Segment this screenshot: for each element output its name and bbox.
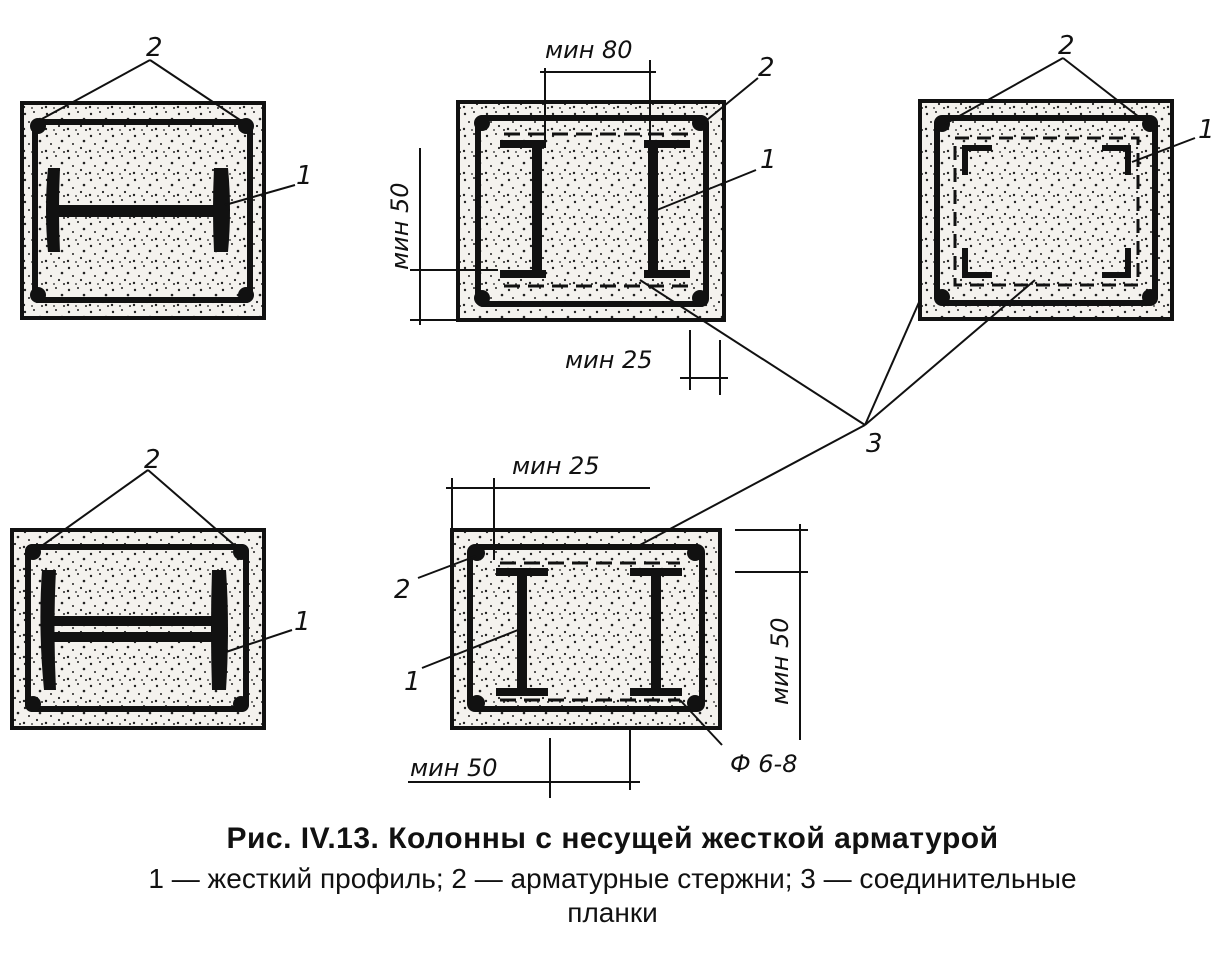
column-c-stirrup [934,115,1158,306]
dimension-labels: мин 80 мин 50 мин 25 мин 25 мин 50 мин 5… [386,36,798,782]
column-e-ibeams [496,568,682,696]
labels: 2 1 2 1 2 1 2 1 2 1 3 [144,31,1215,697]
column-a-bars [30,118,254,303]
dim-min50-right: мин 50 [766,617,794,705]
caption-legend-line1: 1 — жесткий профиль; 2 — арматурные стер… [148,863,1077,894]
column-b-stirrup [475,115,709,307]
label-profile-d: 1 [294,607,311,637]
column-d-stirrup [25,544,249,712]
label-profile-a: 1 [296,161,313,191]
dim-min50-left: мин 50 [386,182,414,270]
column-b-section [456,100,726,322]
dim-min80: мин 80 [545,36,633,64]
label-profile-b: 1 [760,145,777,175]
column-c-bars [934,116,1158,305]
caption-title: Рис. IV.13. Колонны с несущей жесткой ар… [226,822,999,855]
dim-diameter: Ф 6-8 [730,750,798,778]
label-bars-d: 2 [144,445,161,475]
column-c-angles [962,145,1131,278]
column-e [408,478,808,798]
label-bars-b: 2 [758,53,775,83]
dim-min50-bottom-lines [408,730,640,798]
leader-lines [35,57,1196,746]
dim-min50-bottom: мин 50 [410,754,498,782]
column-a-ibeam [46,168,230,252]
dim-min25-bottom-lines [446,478,650,560]
column-d-ibeam [40,570,228,690]
column-e-plates [500,561,680,702]
dim-min25-top-lines [680,330,728,395]
column-c [918,99,1174,321]
label-bars-c: 2 [1058,31,1075,61]
figure-caption: Рис. IV.13. Колонны с несущей жесткой ар… [0,822,1225,930]
column-c-lacing [953,136,1140,287]
dim-min50-right-lines [735,524,808,740]
column-a [20,101,266,320]
column-a-stirrup [32,119,253,303]
dim-min50-left-lines [410,148,498,325]
column-e-section [450,528,722,730]
column-b-plates [504,132,688,288]
label-plates: 3 [866,429,883,459]
columns-diagram: 2 1 2 1 2 1 2 1 2 1 3 мин 80 мин 50 мин … [10,31,1215,798]
caption-legend-line2: планки [567,897,658,928]
label-bars-a: 2 [146,33,163,63]
column-b [410,60,728,395]
dim-min25-top: мин 25 [565,346,653,374]
label-profile-e: 1 [404,667,421,697]
label-bars-e: 2 [394,575,411,605]
column-c-section [918,99,1174,321]
label-profile-c: 1 [1198,115,1215,145]
column-e-bars [469,545,703,711]
column-d [10,528,266,730]
caption-legend: 1 — жесткий профиль; 2 — арматурные стер… [0,862,1225,930]
column-b-channels [500,140,690,278]
dim-min80-lines [540,60,656,140]
dim-min25-bottom: мин 25 [512,452,600,480]
column-b-bars [474,115,708,306]
column-e-stirrup [467,544,705,712]
